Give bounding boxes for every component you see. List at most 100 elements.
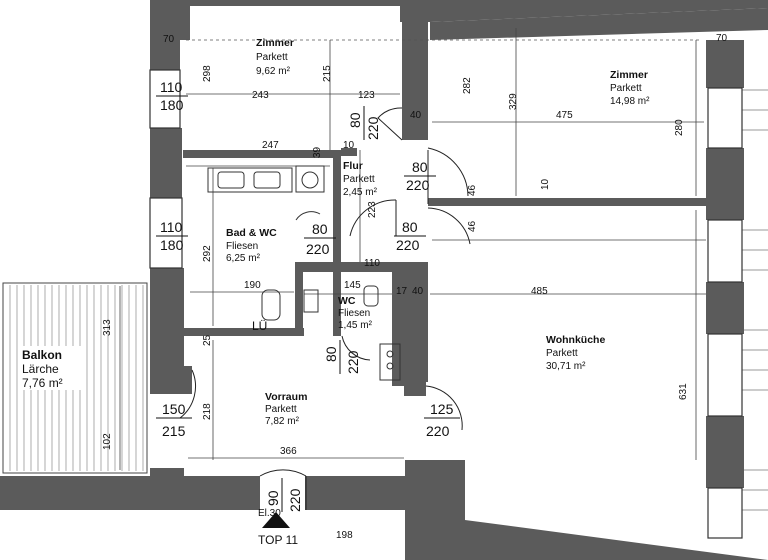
dim-label: 313	[102, 319, 113, 336]
balcony-deck	[2, 282, 148, 474]
dim-label: 110	[364, 258, 380, 269]
opening-width: 80	[347, 112, 363, 128]
dim-label: 329	[508, 93, 519, 110]
room-floor: Lärche	[22, 362, 59, 376]
exterior-hatching	[740, 89, 768, 511]
room-floor: Parkett	[256, 52, 288, 63]
room-area: 9,62 m²	[256, 66, 291, 77]
opening-width: 80	[412, 159, 428, 175]
dim-label: 292	[202, 245, 213, 262]
room-area: 2,45 m²	[343, 187, 378, 198]
dim-label: 46	[467, 220, 478, 232]
room-name: Bad & WC	[226, 227, 277, 239]
room-wc: WC Fliesen 1,45 m²	[338, 295, 373, 331]
opening-width: 80	[402, 219, 418, 235]
dim-label: 17	[396, 286, 408, 297]
dim-label: 190	[244, 280, 261, 291]
room-zimmer-1: Zimmer Parkett 9,62 m²	[256, 37, 294, 77]
dim-label: 10	[343, 140, 355, 151]
dim-label: 102	[102, 433, 113, 450]
room-area: 1,45 m²	[338, 320, 373, 331]
dim-label: 10	[540, 178, 551, 190]
opening-height: 220	[426, 423, 450, 439]
room-wohnkueche: Wohnküche Parkett 30,71 m²	[546, 334, 605, 372]
dim-label: 485	[531, 286, 548, 297]
opening-width: 110	[160, 79, 183, 95]
dim-label: 247	[262, 140, 279, 151]
opening-width: 80	[323, 346, 339, 362]
dim-label: 282	[462, 77, 473, 94]
dim-label: 298	[202, 65, 213, 82]
door-label-wc: 80 220	[323, 340, 361, 374]
fixtures	[207, 165, 401, 381]
door-label-bad: 80 220	[304, 221, 336, 257]
dim-label: 243	[252, 90, 269, 101]
dim-label: 631	[678, 383, 689, 400]
room-floor: Parkett	[610, 83, 642, 94]
window-label-mid: 110 180	[156, 219, 188, 253]
lue-label: LÜ	[252, 319, 267, 333]
room-floor: Parkett	[265, 404, 297, 415]
dim-label: 123	[358, 90, 375, 101]
room-zimmer-2: Zimmer Parkett 14,98 m²	[610, 69, 650, 107]
opening-width: 90	[265, 490, 281, 506]
opening-height: 180	[160, 237, 184, 253]
dimension-lines	[119, 28, 706, 470]
dim-label: 215	[322, 65, 333, 82]
opening-width: 150	[162, 401, 186, 417]
room-area: 30,71 m²	[546, 361, 586, 372]
opening-height: 220	[306, 241, 330, 257]
opening-width: 80	[312, 221, 328, 237]
entrance-arrow-icon	[262, 512, 290, 528]
room-area: 7,82 m²	[265, 416, 300, 427]
room-floor: Fliesen	[226, 241, 258, 252]
room-name: Zimmer	[256, 37, 294, 49]
opening-width: 125	[430, 401, 454, 417]
room-name: Zimmer	[610, 69, 648, 81]
opening-width: 110	[160, 219, 183, 235]
dimension-labels: 70 70 298 215 243 123 282 329 475 280 24…	[102, 33, 728, 541]
dim-label: 40	[410, 110, 422, 121]
room-balkon: Balkon Lärche 7,76 m²	[22, 348, 63, 390]
room-area: 14,98 m²	[610, 96, 650, 107]
dim-label: 280	[674, 119, 685, 136]
opening-height: 215	[162, 423, 186, 439]
room-name: Balkon	[22, 348, 62, 362]
dim-label: 70	[163, 34, 175, 45]
room-name: Flur	[343, 160, 363, 172]
dim-label: 145	[344, 280, 361, 291]
opening-height: 220	[287, 488, 303, 512]
dim-label: 25	[202, 334, 213, 346]
dim-label: 40	[412, 286, 424, 297]
door-label-flur: 80 220	[404, 159, 436, 193]
dim-label: 198	[336, 530, 353, 541]
room-floor: Parkett	[343, 174, 375, 185]
doors	[179, 107, 471, 510]
dim-label: 39	[312, 146, 323, 158]
door-label-wohn: 80 220	[394, 219, 426, 253]
room-name: Wohnküche	[546, 334, 605, 346]
dim-label: 223	[367, 201, 378, 218]
dim-label: 70	[716, 33, 728, 44]
opening-height: 180	[160, 97, 184, 113]
opening-height: 220	[406, 177, 430, 193]
opening-height: 220	[345, 350, 361, 374]
window-label-top: 110 180	[156, 79, 188, 113]
room-flur: Flur Parkett 2,45 m²	[343, 160, 378, 198]
dim-label: 46	[467, 184, 478, 196]
door-label-balkon: 150 215	[156, 401, 192, 439]
room-name: WC	[338, 295, 356, 307]
door-label-zimmer1: 80 220	[347, 106, 381, 140]
opening-labels: 110 180 110 180 80 220 80 220 80 220 80 …	[156, 79, 460, 512]
door-label-entry: 90 220	[265, 478, 303, 512]
room-floor: Fliesen	[338, 308, 370, 319]
door-label-vorraum: 125 220	[424, 401, 460, 439]
opening-height: 220	[396, 237, 420, 253]
dim-label: 218	[202, 403, 213, 420]
room-area: 6,25 m²	[226, 253, 261, 264]
el-label: El.30	[258, 508, 281, 519]
opening-height: 220	[365, 116, 381, 140]
unit-number-label: TOP 11	[258, 533, 298, 547]
